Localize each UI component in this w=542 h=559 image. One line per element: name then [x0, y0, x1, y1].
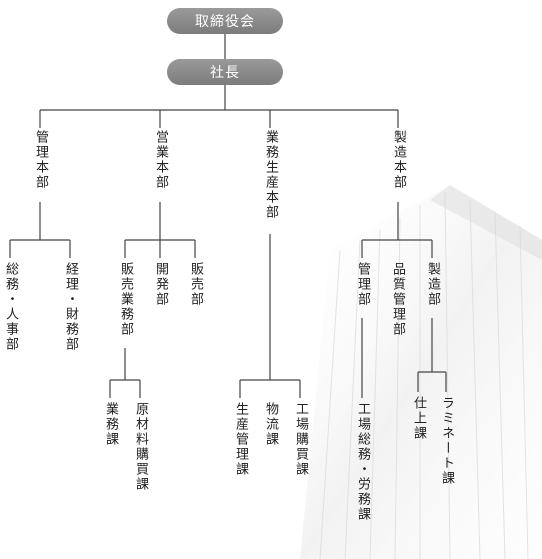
section-factory-general-labor: 工場総務・労務課	[355, 402, 370, 522]
president-box: 社長	[167, 59, 283, 85]
president-label: 社長	[210, 65, 240, 81]
dept-management: 管理部	[355, 262, 370, 307]
section-laminate: ラミネート課	[439, 396, 454, 486]
dept-general-affairs-hr: 総務・人事部	[3, 262, 18, 352]
hq-sales: 営業本部	[153, 130, 168, 190]
dept-manufacturing: 製造部	[425, 262, 440, 307]
connector-lines	[9, 34, 447, 398]
section-finishing: 仕上課	[411, 396, 426, 441]
section-operations: 業務課	[103, 402, 118, 447]
hq-administration: 管理本部	[33, 130, 48, 190]
dept-sales: 販売部	[188, 262, 203, 307]
hq-manufacturing: 製造本部	[391, 130, 406, 190]
dept-quality-control: 品質管理部	[390, 262, 405, 337]
board-of-directors-box: 取締役会	[167, 8, 283, 34]
section-raw-material-purchasing: 原材料購買課	[133, 402, 148, 492]
section-logistics: 物流課	[263, 402, 278, 447]
section-factory-purchasing: 工場購買課	[293, 402, 308, 477]
dept-accounting-finance: 経理・財務部	[63, 262, 78, 352]
section-production-control: 生産管理課	[233, 402, 248, 477]
hq-business-production: 業務生産本部	[263, 130, 278, 220]
board-label: 取締役会	[195, 14, 255, 30]
dept-sales-operations: 販売業務部	[118, 262, 133, 337]
dept-development: 開発部	[153, 262, 168, 307]
